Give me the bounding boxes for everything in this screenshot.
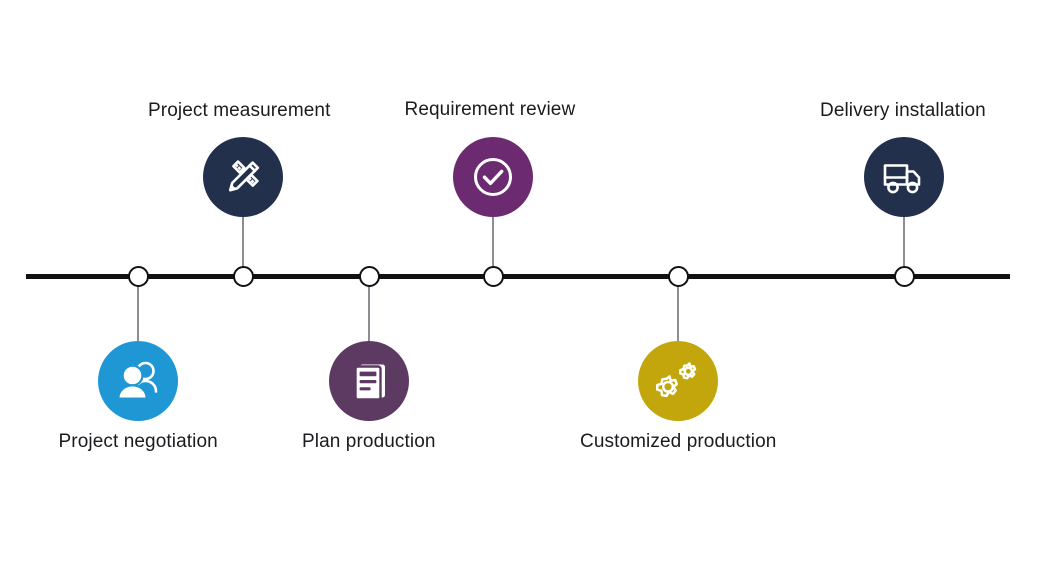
step-icon-bubble-project-negotiation[interactable] (98, 341, 178, 421)
timeline-node-delivery-installation[interactable] (893, 266, 915, 287)
connector-line-plan-production (368, 276, 370, 341)
step-icon-bubble-customized-production[interactable] (638, 341, 718, 421)
check-circle-icon (469, 153, 517, 201)
step-icon-bubble-plan-production[interactable] (329, 341, 409, 421)
documents-icon (347, 359, 391, 403)
timeline-node-customized-production[interactable] (667, 266, 689, 287)
connector-line-requirement-review (492, 217, 494, 276)
step-label-project-negotiation: Project negotiation (58, 431, 218, 452)
timeline-node-project-measurement[interactable] (232, 266, 254, 287)
timeline-node-plan-production[interactable] (358, 266, 380, 287)
step-label-customized-production: Customized production (580, 431, 777, 452)
users-icon (115, 360, 161, 402)
connector-line-project-negotiation (137, 276, 139, 341)
timeline-node-project-negotiation[interactable] (127, 266, 149, 287)
step-icon-bubble-requirement-review[interactable] (453, 137, 533, 217)
pencil-ruler-icon (219, 153, 267, 201)
connector-line-project-measurement (242, 217, 244, 276)
step-label-requirement-review: Requirement review (404, 99, 576, 120)
connector-line-customized-production (677, 276, 679, 341)
timeline-axis (26, 274, 1010, 279)
truck-icon (881, 157, 927, 197)
step-label-delivery-installation: Delivery installation (820, 100, 986, 121)
connector-line-delivery-installation (903, 217, 905, 276)
step-icon-bubble-delivery-installation[interactable] (864, 137, 944, 217)
step-icon-bubble-project-measurement[interactable] (203, 137, 283, 217)
timeline-node-requirement-review[interactable] (482, 266, 504, 287)
step-label-plan-production: Plan production (302, 431, 436, 452)
step-label-project-measurement: Project measurement (148, 100, 331, 121)
gears-icon (654, 358, 702, 404)
